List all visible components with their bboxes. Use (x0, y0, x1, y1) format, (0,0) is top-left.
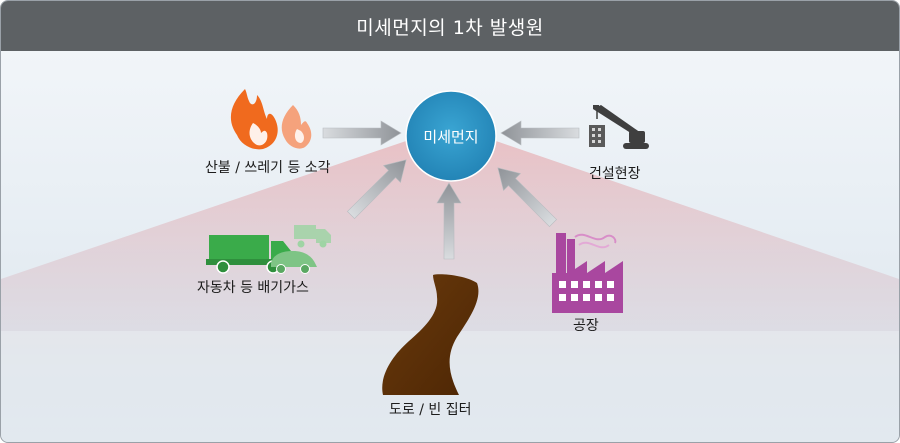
label-fire: 산불 / 쓰레기 등 소각 (205, 160, 331, 176)
label-vehicles: 자동차 등 배기가스 (197, 280, 309, 296)
label-road: 도로 / 빈 집터 (389, 402, 472, 418)
crane-icon (589, 105, 649, 149)
fire-icon (230, 89, 312, 150)
road-icon (382, 274, 479, 395)
vehicles-icon (206, 225, 331, 274)
arrow-fire-to-center (322, 120, 402, 146)
center-label: 미세먼지 (423, 127, 479, 146)
label-construction: 건설현장 (589, 166, 641, 182)
diagram-title: 미세먼지의 1차 발생원 (1, 1, 899, 51)
center-circle (405, 90, 497, 182)
arrow-factory-to-center (497, 167, 557, 227)
arrow-crane-to-center (500, 120, 580, 146)
label-factory: 공장 (573, 318, 599, 334)
arrow-vehicles-to-center (347, 159, 407, 219)
arrow-road-to-center (436, 182, 462, 260)
factory-icon (552, 233, 623, 313)
